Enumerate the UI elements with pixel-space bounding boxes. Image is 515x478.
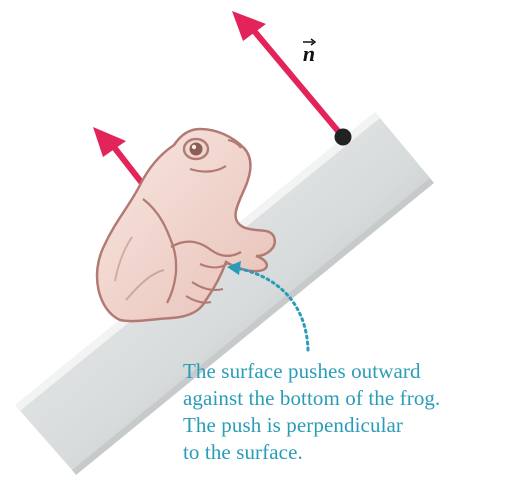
caption-line-1: The surface pushes outward [183,358,493,385]
vector-overarrow-icon [302,38,316,46]
normal-force-arrow-surface [232,11,343,137]
caption-line-4: to the surface. [183,439,493,466]
caption-line-2: against the bottom of the frog. [183,385,493,412]
caption-line-3: The push is perpendicular [183,412,493,439]
explanatory-caption: The surface pushes outward against the b… [183,358,493,466]
contact-point-dot [335,129,352,146]
